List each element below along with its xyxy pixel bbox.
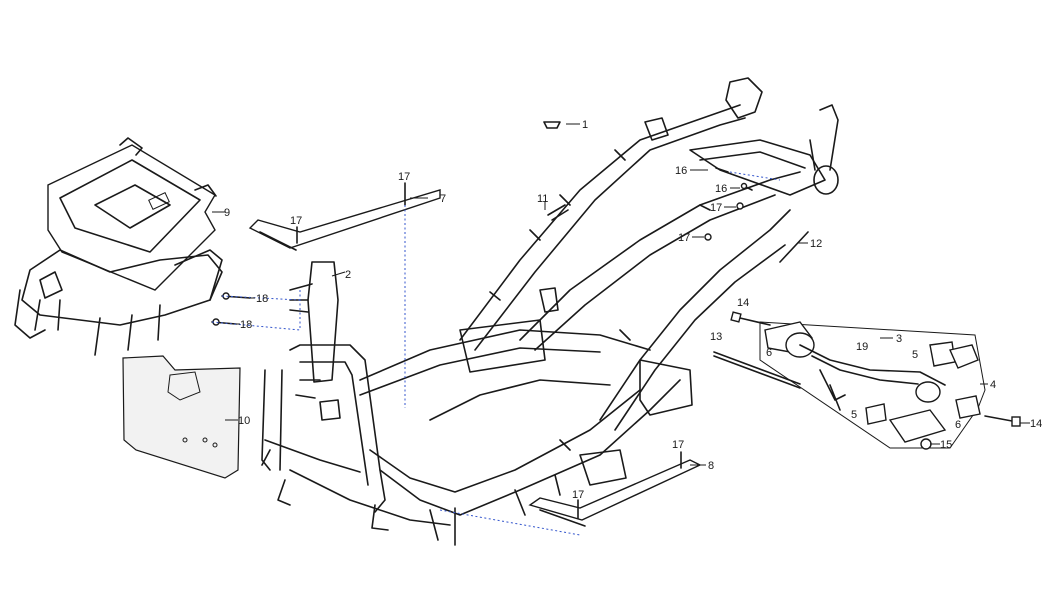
part-4-pivot-assembly [759, 321, 986, 449]
callout-9: 9 [224, 207, 230, 219]
callout-17c: 17 [710, 202, 722, 214]
nut-15 [920, 438, 932, 450]
bolt-14-upper [730, 311, 771, 326]
callout-15: 15 [940, 439, 952, 451]
callout-labels: 1 2 3 4 5 5 6 6 7 8 9 10 11 12 13 14 14 … [224, 119, 1042, 501]
callout-7: 7 [440, 193, 446, 205]
callout-17e: 17 [672, 439, 684, 451]
part-2-main-frame [261, 77, 839, 546]
alignment-lines [211, 171, 781, 536]
callout-14a: 14 [737, 297, 749, 309]
callout-16a: 16 [675, 165, 687, 177]
callout-8: 8 [708, 460, 714, 472]
part-10-plate [122, 355, 241, 479]
callout-17a: 17 [398, 171, 410, 183]
callout-19: 19 [856, 341, 868, 353]
bolt-14-lower [984, 415, 1021, 427]
callout-13: 13 [710, 331, 722, 343]
bolt-13-long [713, 351, 801, 389]
callout-1: 1 [582, 119, 588, 131]
callout-11: 11 [537, 193, 548, 205]
callout-14b: 14 [1030, 418, 1042, 430]
callout-3: 3 [896, 333, 902, 345]
callout-5b: 5 [851, 409, 857, 421]
bolts-17-right [704, 202, 744, 241]
bolt-11 [547, 204, 569, 221]
callout-5a: 5 [912, 349, 918, 361]
callout-17f: 17 [572, 489, 584, 501]
callout-12: 12 [810, 238, 822, 250]
callout-16b: 16 [715, 183, 727, 195]
callout-17b: 17 [290, 215, 302, 227]
bolts-17-brackets [296, 182, 682, 519]
part-8-bracket [528, 459, 702, 527]
callout-10: 10 [238, 415, 250, 427]
bolts-16 [715, 167, 753, 191]
callout-17d: 17 [678, 232, 690, 244]
callout-2: 2 [345, 269, 351, 281]
leader-lines [212, 123, 1030, 466]
callout-4: 4 [990, 379, 996, 391]
callout-6a: 6 [766, 347, 772, 359]
part-7-bracket [248, 189, 441, 251]
callout-18a: 18 [256, 293, 268, 305]
bolt-12 [779, 231, 809, 263]
fastener-1 [543, 121, 561, 129]
callout-18b: 18 [240, 319, 252, 331]
callout-6b: 6 [955, 419, 961, 431]
part-9-bracket [14, 137, 223, 356]
